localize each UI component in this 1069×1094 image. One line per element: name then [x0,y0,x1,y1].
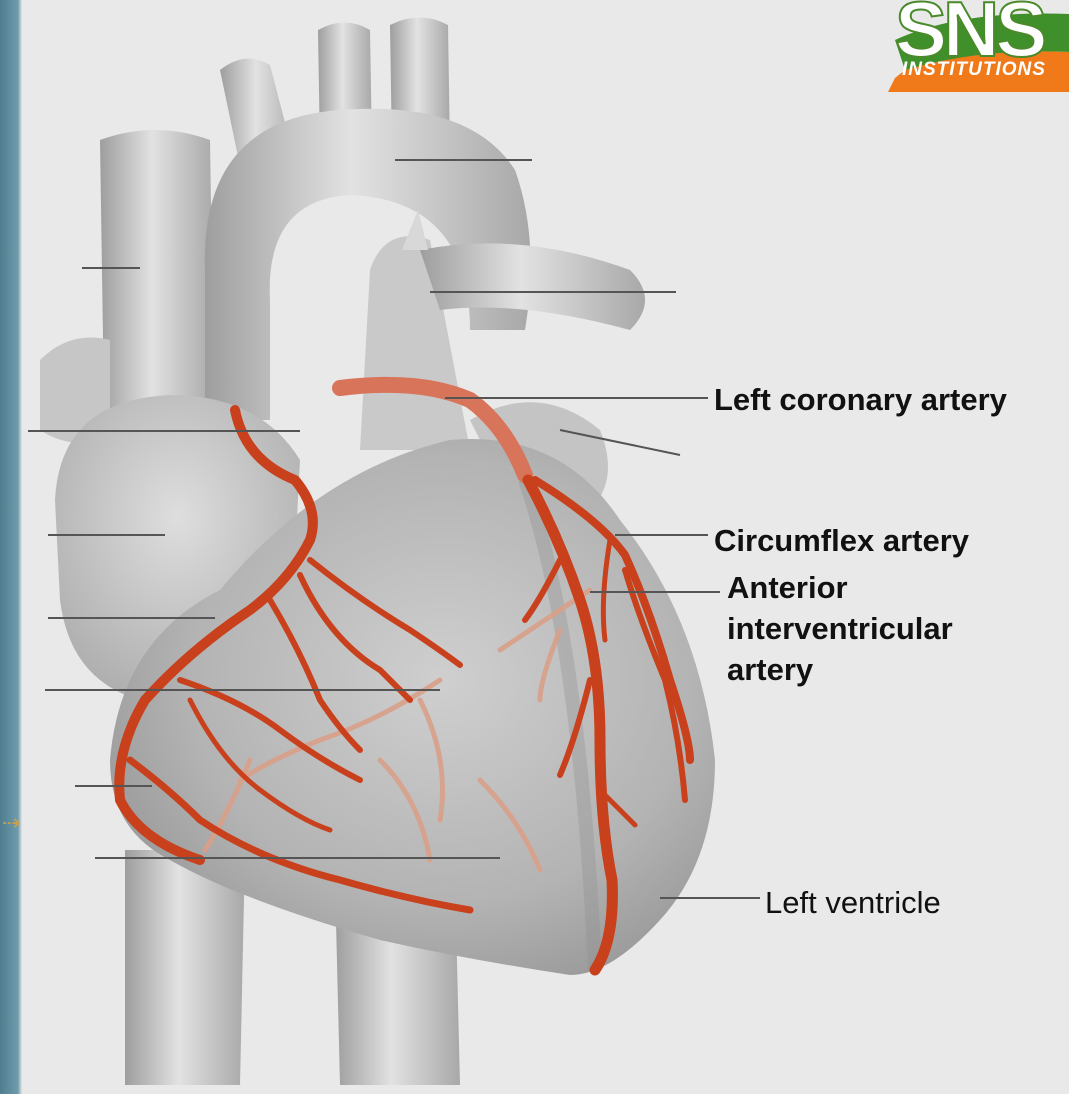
label-anterior-interventricular-line1: Anterior [727,568,848,608]
logo-letters: SNS [895,0,1043,68]
label-circumflex-artery: Circumflex artery [714,521,969,561]
left-pulmonary-artery [420,243,645,330]
label-anterior-interventricular-line3: artery [727,650,813,690]
label-anterior-interventricular-line2: interventricular [727,609,953,649]
logo-caption: INSTITUTIONS [902,59,1046,81]
label-left-coronary-artery: Left coronary artery [714,380,1007,420]
label-left-ventricle: Left ventricle [765,883,941,923]
svg-text:⇢: ⇢ [2,811,20,836]
